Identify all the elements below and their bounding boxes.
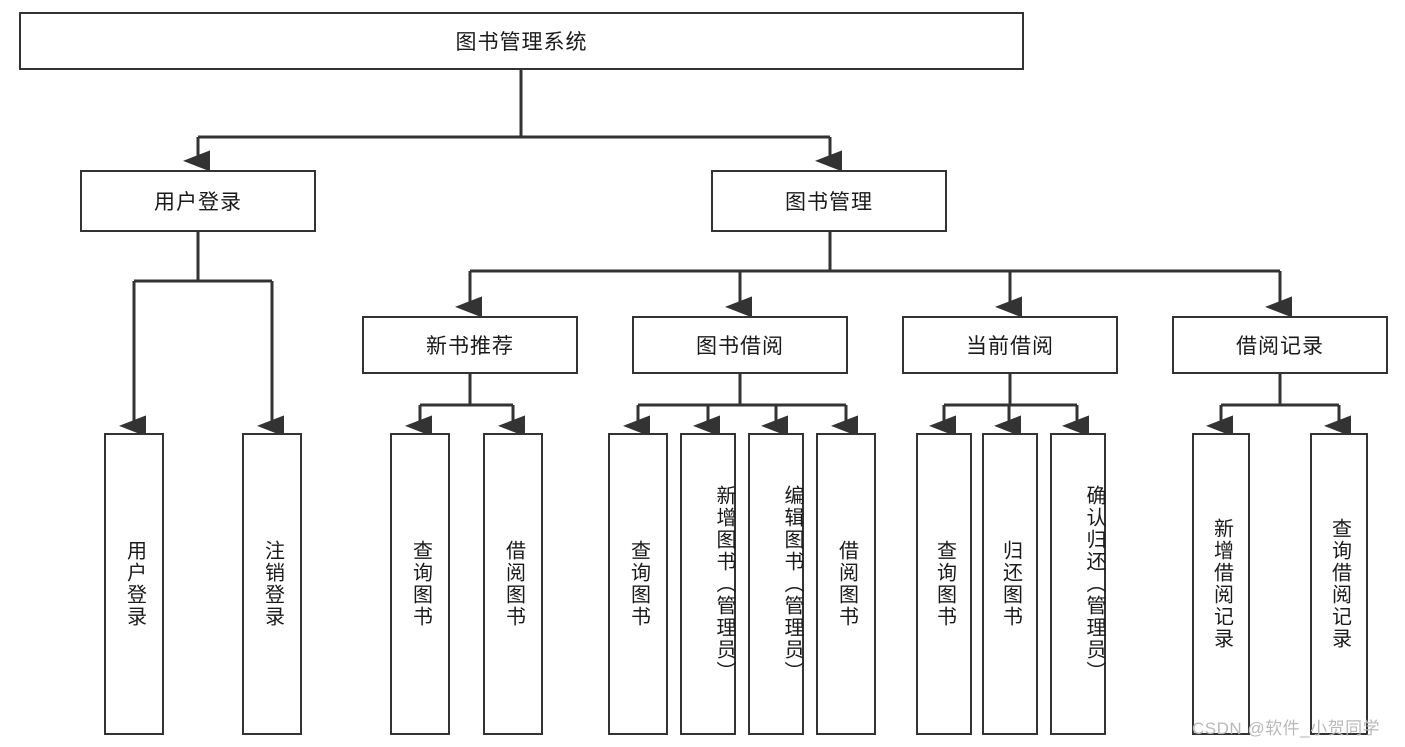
leaf-edit-book-label: 编辑图书（管理员） — [781, 485, 803, 683]
node-new-book-recommend-label: 新书推荐 — [426, 335, 514, 358]
node-current-borrow[interactable]: 当前借阅 — [902, 316, 1118, 374]
node-new-book-recommend[interactable]: 新书推荐 — [362, 316, 578, 374]
node-book-borrow[interactable]: 图书借阅 — [632, 316, 848, 374]
leaf-query-book-2-label: 查询图书 — [627, 540, 650, 628]
leaf-user-logout[interactable]: 注销登录 — [242, 433, 302, 735]
leaf-borrow-book-1[interactable]: 借阅图书 — [483, 433, 543, 735]
node-current-borrow-label: 当前借阅 — [966, 335, 1054, 358]
node-user-login-label: 用户登录 — [154, 191, 242, 214]
leaf-add-record[interactable]: 新增借阅记录 — [1192, 433, 1250, 735]
leaf-query-book-1[interactable]: 查询图书 — [390, 433, 450, 735]
leaf-borrow-book-1-label: 借阅图书 — [502, 540, 525, 628]
node-book-borrow-label: 图书借阅 — [696, 335, 784, 358]
leaf-return-book[interactable]: 归还图书 — [982, 433, 1038, 735]
leaf-query-record[interactable]: 查询借阅记录 — [1310, 433, 1368, 735]
leaf-query-record-label: 查询借阅记录 — [1328, 518, 1351, 650]
leaf-query-book-1-label: 查询图书 — [409, 540, 432, 628]
leaf-borrow-book-2[interactable]: 借阅图书 — [816, 433, 876, 735]
leaf-query-book-2[interactable]: 查询图书 — [608, 433, 668, 735]
node-book-management-label: 图书管理 — [785, 191, 873, 214]
node-borrow-record[interactable]: 借阅记录 — [1172, 316, 1388, 374]
leaf-user-logout-label: 注销登录 — [261, 540, 284, 628]
leaf-user-login[interactable]: 用户登录 — [104, 433, 164, 735]
node-user-login[interactable]: 用户登录 — [80, 170, 316, 232]
leaf-edit-book[interactable]: 编辑图书（管理员） — [748, 433, 804, 735]
node-root-label: 图书管理系统 — [455, 31, 588, 54]
leaf-add-book[interactable]: 新增图书（管理员） — [680, 433, 736, 735]
node-book-management[interactable]: 图书管理 — [711, 170, 947, 232]
leaf-query-book-3[interactable]: 查询图书 — [916, 433, 972, 735]
watermark: CSDN @软件_小贺同学 — [1192, 719, 1381, 738]
leaf-query-book-3-label: 查询图书 — [933, 540, 956, 628]
leaf-return-book-label: 归还图书 — [999, 540, 1022, 628]
node-borrow-record-label: 借阅记录 — [1236, 335, 1324, 358]
leaf-user-login-label: 用户登录 — [123, 540, 146, 628]
leaf-add-book-label: 新增图书（管理员） — [713, 485, 735, 683]
leaf-add-record-label: 新增借阅记录 — [1210, 518, 1233, 650]
leaf-borrow-book-2-label: 借阅图书 — [835, 540, 858, 628]
leaf-confirm-return-label: 确认归还（管理员） — [1083, 485, 1105, 683]
node-root[interactable]: 图书管理系统 — [19, 12, 1024, 70]
leaf-confirm-return[interactable]: 确认归还（管理员） — [1050, 433, 1106, 735]
